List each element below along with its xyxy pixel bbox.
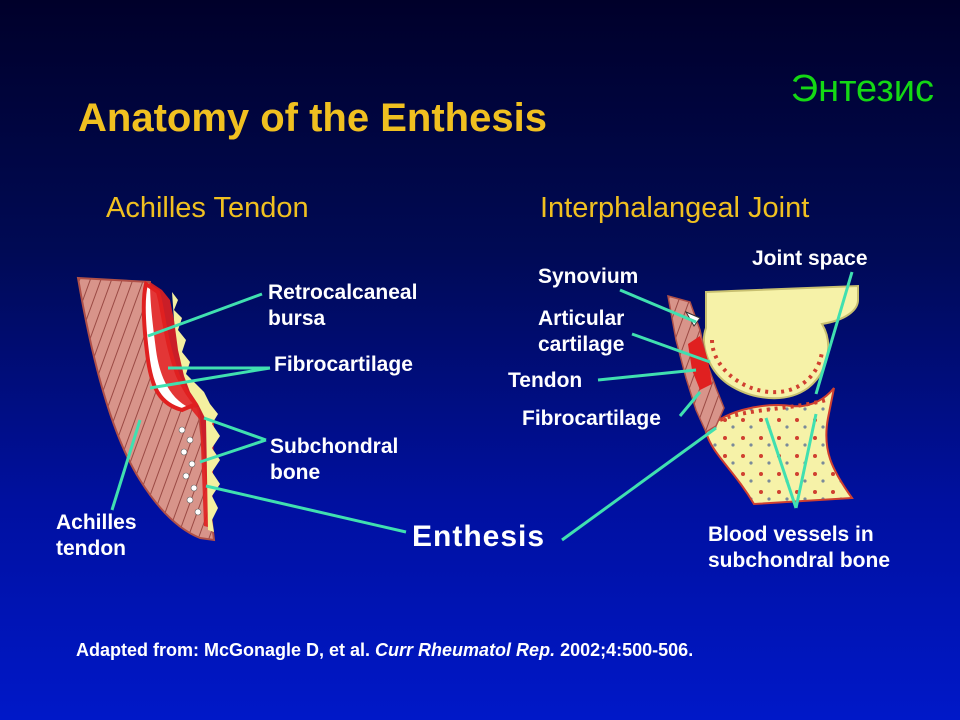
achilles-diagram xyxy=(76,276,220,542)
lower-phalanx-shape xyxy=(704,387,854,506)
label-fibrocartilage-left: Fibrocartilage xyxy=(274,353,413,376)
achilles-heading: Achilles Tendon xyxy=(106,192,309,224)
fibrocartilage-band-left xyxy=(150,282,214,528)
citation-prefix: Adapted from: McGonagle D, et al. xyxy=(76,640,371,660)
label-tendon: Tendon xyxy=(508,369,583,392)
label-fibrocartilage-right: Fibrocartilage xyxy=(522,407,661,430)
label-synovium: Synovium xyxy=(538,265,639,288)
label-subchondral-bone: Subchondral bone xyxy=(270,435,399,484)
citation-journal: Curr Rheumatol Rep. xyxy=(375,640,556,660)
slide-title: Anatomy of the Enthesis xyxy=(78,96,547,140)
subchondral-bone-ridge xyxy=(172,292,220,532)
russian-title: Энтезис xyxy=(790,68,934,110)
upper-phalanx-shape xyxy=(703,284,859,400)
label-articular-cartilage: Articular cartilage xyxy=(538,307,625,356)
fibrocartilage-patch-right xyxy=(688,336,712,390)
label-achilles-tendon: Achilles tendon xyxy=(56,511,137,560)
interphalangeal-heading: Interphalangeal Joint xyxy=(540,192,810,224)
citation: Adapted from: McGonagle D, et al. Curr R… xyxy=(76,640,693,661)
pointer-lines xyxy=(110,271,854,542)
label-joint-space: Joint space xyxy=(752,247,868,270)
label-enthesis: Enthesis xyxy=(412,520,546,553)
citation-suffix: 2002;4:500-506. xyxy=(560,640,694,660)
label-blood-vessels: Blood vessels in subchondral bone xyxy=(708,523,891,572)
label-retrocalcaneal-bursa: Retrocalcaneal bursa xyxy=(268,281,418,330)
